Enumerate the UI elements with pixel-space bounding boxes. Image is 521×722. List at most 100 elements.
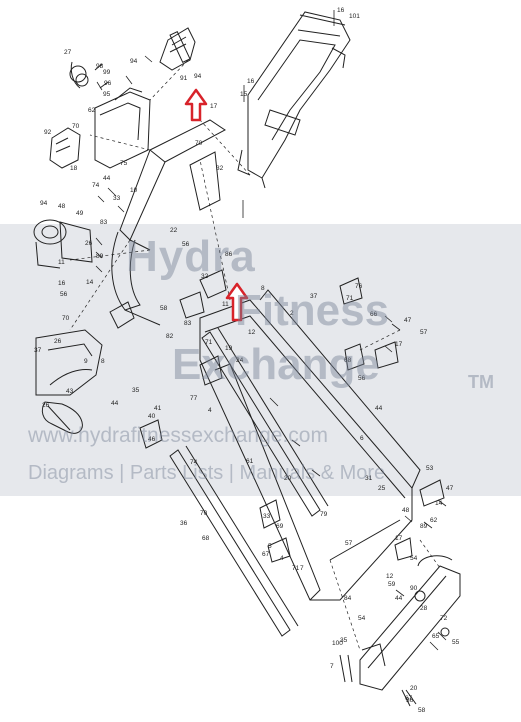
part-number-label: 70 [72,123,80,130]
part-number-label: 47 [446,485,454,492]
part-number-label: 94 [40,200,48,207]
part-number-label: 10 [130,187,138,194]
leveler-parts [374,341,450,637]
part-number-label: 71 [292,565,300,572]
part-number-label: 47 [404,317,412,324]
motor-plate [35,329,103,396]
highlight-arrow-lower [225,282,249,322]
part-number-label: 70 [200,510,208,517]
part-number-label: 58 [160,305,168,312]
part-number-label: 70 [62,315,70,322]
part-number-label: 54 [358,615,366,622]
part-number-label: 84 [344,595,352,602]
part-number-label: 91 [180,75,188,82]
part-number-label: 35 [132,387,140,394]
part-number-label: 89 [420,523,428,530]
part-number-label: 24 [236,357,244,364]
part-number-label: 8 [261,285,265,292]
drive-motor [33,219,93,269]
part-number-label: 26 [42,402,50,409]
watermark-band [0,224,521,496]
part-number-label: 62 [88,107,96,114]
part-number-label: 44 [375,405,383,412]
part-number-label: 33 [113,195,121,202]
part-number-label: 32 [216,165,224,172]
part-number-label: 56 [358,375,366,382]
watermark-tagline: Diagrams | Parts Lists | Manuals & More [28,462,386,484]
part-number-label: 22 [170,227,178,234]
part-number-label: 37 [310,293,318,300]
part-number-label: 43 [66,388,74,395]
part-number-label: 17 [395,341,403,348]
part-number-label: 101 [349,13,360,20]
part-number-label: 4 [280,555,284,562]
part-number-label: 54 [410,555,418,562]
side-rails [169,327,329,637]
motor-hood [237,11,351,189]
watermark-trademark: TM [468,372,494,392]
part-number-label: 95 [103,91,111,98]
part-number-label: 18 [70,165,78,172]
part-number-label: 58 [418,707,426,714]
part-number-label: 61 [246,458,254,465]
part-number-label: 55 [452,639,460,646]
part-number-label: 62 [430,517,438,524]
part-number-label: 56 [60,291,68,298]
hardware [95,10,447,651]
console-bracket [159,27,196,71]
watermark-url: www.hydrafitnessexchange.com [28,424,328,447]
highlight-arrow-upper [184,88,208,122]
part-number-label: 26 [54,338,62,345]
part-number-label: 90 [410,585,418,592]
part-number-label: 74 [92,182,100,189]
deck-frame [199,289,421,601]
part-number-label: 53 [426,465,434,472]
part-number-label: 7 [300,565,304,572]
part-number-label: 36 [406,697,414,704]
part-number-label: 59 [388,581,396,588]
part-number-label: 44 [395,595,403,602]
part-number-label: 75 [120,160,128,167]
part-number-label: 7 [330,663,334,670]
part-number-label: 16 [337,7,345,14]
part-number-label: 11 [58,259,65,266]
part-number-label: 68 [202,535,210,542]
part-number-label: 41 [154,405,162,412]
part-number-label: 12 [386,573,394,580]
part-number-label: 100 [332,640,343,647]
part-number-label: 65 [432,633,440,640]
cable-assembly [69,61,109,89]
part-number-label: 89 [96,253,104,260]
part-number-label: 70 [195,140,203,147]
part-number-label: 37 [34,347,42,354]
part-number-label: 17 [395,535,403,542]
watermark-brand-fitness: Fitness [235,286,390,335]
part-number-label: 12 [248,329,256,336]
part-number-label: 16 [58,280,66,287]
part-number-label: 20 [284,475,292,482]
part-number-label: 77 [190,395,198,402]
part-number-label: 36 [180,520,188,527]
watermark-brand-hydra: Hydra [126,232,256,281]
part-number-label: 44 [111,400,119,407]
part-number-label: 92 [44,129,52,136]
part-number-label: 74 [190,459,198,466]
part-number-label: 25 [378,485,386,492]
part-number-label: 11 [222,301,229,308]
part-number-label: 98 [96,63,104,70]
part-number-label: 5 [268,543,272,550]
small-parts [109,269,365,563]
part-number-label: 27 [64,49,72,56]
watermark-brand-exchange: Exchange [172,340,380,389]
part-number-label: 82 [166,333,174,340]
part-number-label: 6 [360,435,364,442]
part-number-label: 94 [130,58,138,65]
part-number-label: 79 [320,511,328,518]
part-number-label: 44 [103,175,111,182]
part-number-label: 40 [148,413,156,420]
part-number-label: 57 [345,540,353,547]
part-number-label: 46 [148,436,156,443]
leader-lines [69,59,441,651]
